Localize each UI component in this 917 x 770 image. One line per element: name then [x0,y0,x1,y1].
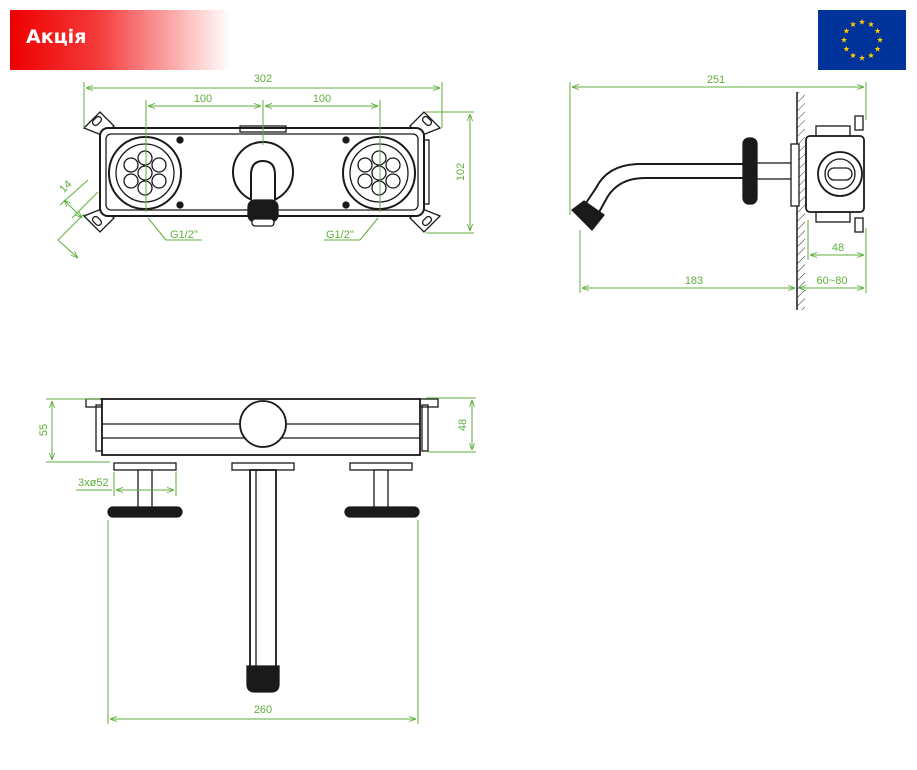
flag-star-icon [849,21,857,27]
dim-body-depth-side: 48 [832,242,844,254]
dim-body-height: 55 [38,424,50,436]
right-valve [342,136,416,210]
dim-mount-hole: 14 [57,178,74,195]
dim-handle-spacing: 260 [254,704,272,716]
front-dimensions [57,82,474,258]
flag-star-icon [874,45,881,52]
promo-badge: Акція [10,10,230,70]
spout-top [231,462,295,693]
flag-star-icon [843,27,850,34]
dim-wall-depth-range: 60~80 [817,275,848,287]
side-view [571,92,865,310]
flag-star-icon [874,27,881,34]
flag-star-icon [849,52,857,59]
thread-right-label: G1/2" [326,229,354,241]
dim-height: 102 [455,163,467,181]
flag-star-icon [876,36,884,43]
top-view [85,398,439,693]
right-handle-top [344,462,420,518]
spout-side [583,163,745,215]
handle-side [742,137,758,205]
top-dimensions [46,397,476,724]
side-dimensions [569,82,867,293]
thread-left-label: G1/2" [170,229,198,241]
flag-star-icon [867,52,875,59]
left-valve [108,136,182,210]
promo-label: Акція [26,26,87,48]
dim-spacing-left: 100 [194,93,212,105]
flag-star-icon [867,21,875,27]
dim-spout-reach: 183 [685,275,703,287]
flag-star-icon [840,36,848,43]
dim-overall-width: 302 [254,73,272,85]
dim-handle-diameter: 3xø52 [78,477,109,489]
flag-star-icon [858,54,866,61]
flag-star-icon [858,18,866,25]
eu-flag-icon [818,10,906,70]
dim-body-depth-top: 48 [457,419,469,431]
front-view [82,111,442,233]
flag-star-icon [843,45,850,52]
dim-overall-length: 251 [707,74,725,86]
spout-front [232,141,294,227]
dim-spacing-right: 100 [313,93,331,105]
